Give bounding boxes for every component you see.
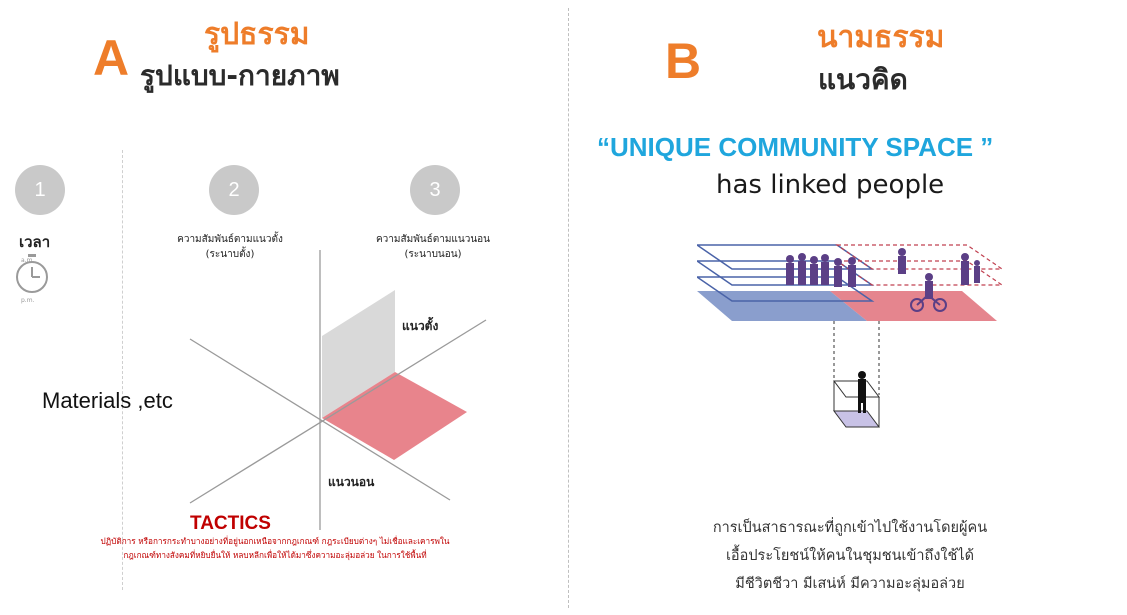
panel-b-letter: B [665,33,702,89]
diagonal-axis-2 [189,319,487,504]
bicycle-icon [910,294,947,312]
horizontal-plane-label: แนวนอน [328,475,375,489]
diagonal-axis-1 [189,338,451,501]
panel-a-letter: A [93,30,130,86]
tactics-line-1: ปฏิบัติการ หรือการกระทำบางอย่างที่อยู่นอ… [100,536,450,546]
clock-icon [12,252,52,312]
step-2-label-line1: ความสัมพันธ์ตามแนวตั้ง [177,234,283,245]
concept-description: การเป็นสาธารณะที่ถูกเข้าไปใช้งานโดยผู้คน… [625,514,1075,598]
materials-label: Materials ,etc [42,388,173,413]
personal-space-plane [833,410,880,428]
public-plane-blue [697,291,867,321]
panel-a-title-dark: รูปแบบ-กายภาพ [140,59,340,92]
tactics-line-2: กฎเกณฑ์ทางสังคมที่หยิบยื่นให้ หลบหลีกเพื… [123,550,427,561]
step-3-label-line2: (ระนาบนอน) [404,249,462,260]
horizontal-plane [322,372,467,460]
clock-pm-label: p.m. [21,297,35,304]
clock-am-label: a.m. [21,257,35,264]
people-group [786,248,980,299]
step-3-label-line1: ความสัมพันธ์ตามแนวนอน [375,234,490,245]
person-figure [858,371,866,413]
step-2-label-line2: (ระนาบตั้ง) [205,249,255,260]
concept-line-2: เอื้อประโยชน์ให้คนในชุมชนเข้าถึงใช้ได้ [725,548,975,564]
community-space-illustration [694,215,1007,430]
vertical-plane [322,290,395,418]
step-2-circle: 2 [209,165,259,215]
panel-divider [568,8,569,608]
tactics-title: TACTICS [190,513,271,534]
step-1-circle: 1 [15,165,65,215]
panel-b-title-dark: แนวคิด [818,63,908,96]
step-2-label: ความสัมพันธ์ตามแนวตั้ง (ระนาบตั้ง) [145,232,315,262]
quote-title: “UNIQUE COMMUNITY SPACE ” [597,132,994,162]
step-3-circle: 3 [410,165,460,215]
quote-subtitle: has linked people [716,170,945,200]
concept-line-1: การเป็นสาธารณะที่ถูกเข้าไปใช้งานโดยผู้คน [712,520,988,536]
vertical-plane-label: แนวตั้ง [402,319,439,333]
step-3-label: ความสัมพันธ์ตามแนวนอน (ระนาบนอน) [348,232,518,262]
community-plane-red [830,291,997,321]
concept-line-3: มีชีวิตชีวา มีเสน่ห์ มีความอะลุ่มอล่วย [735,576,965,592]
panel-b-title-orange: นามธรรม [817,20,945,55]
step-1-label: เวลา [19,233,51,251]
planes-diagram [130,250,510,530]
tactics-description: ปฏิบัติการ หรือการกระทำบางอย่างที่อยู่นอ… [15,534,535,563]
step-separator [122,150,123,590]
panel-a-title-orange: รูปธรรม [204,17,310,52]
